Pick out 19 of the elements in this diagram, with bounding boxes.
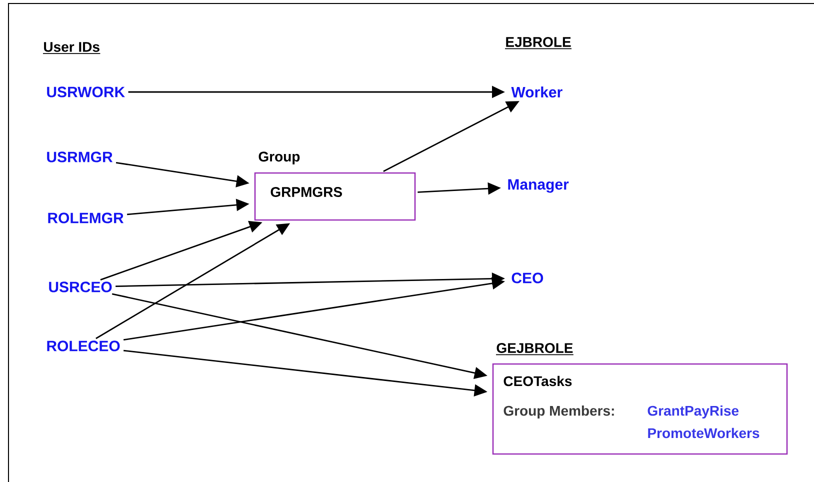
role-name: USRMGR [47, 152, 113, 162]
role-name: Manager [508, 179, 569, 193]
members-label: Group Members: [504, 405, 614, 419]
group-name: Group [258, 152, 300, 164]
role-name: USRCEO [49, 282, 112, 292]
group-box [492, 343, 788, 455]
role-name: Worker [511, 86, 562, 98]
role-name: CEO [512, 272, 544, 284]
group-name: GRPMGRS [270, 187, 342, 197]
role-name: USRWORK [47, 86, 125, 98]
group-name: CEOTasks [504, 376, 572, 386]
group-box [254, 152, 416, 221]
member-name: GrantPayRise [648, 405, 739, 419]
role-name: ROLECEO [47, 340, 120, 352]
column-heading: EJBROLE [504, 37, 572, 50]
column-heading: User IDs [42, 42, 101, 54]
group-heading: GEJBROLE [496, 343, 574, 356]
member-name: PromoteWorkers [648, 428, 760, 438]
role-name: ROLEMGR [48, 212, 124, 224]
